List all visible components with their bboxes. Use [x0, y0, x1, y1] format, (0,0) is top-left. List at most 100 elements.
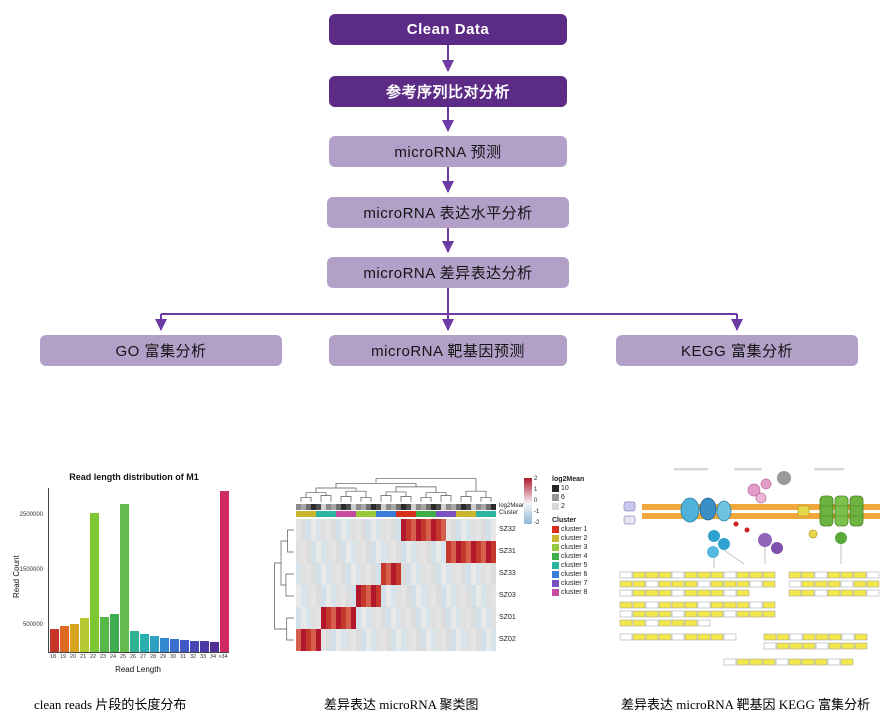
heatmap-cell [431, 563, 436, 585]
y-tick-label: 2500000 [19, 512, 43, 518]
heatmap-cell [341, 607, 346, 629]
log2mean-track-cell [491, 504, 496, 510]
x-tick-label: 29 [159, 654, 167, 660]
node-mirna-prediction: microRNA 预测 [329, 136, 567, 167]
x-tick-label: 31 [179, 654, 187, 660]
heatmap-cell [461, 585, 466, 607]
heatmap-cell [391, 519, 396, 541]
node-reference-alignment: 参考序列比对分析 [329, 76, 567, 107]
heatmap-cell [366, 541, 371, 563]
heatmap-cell [381, 563, 386, 585]
heatmap-cell [321, 519, 326, 541]
heatmap-cell [346, 541, 351, 563]
heatmap-cell [461, 519, 466, 541]
heatmap-cell [456, 519, 461, 541]
heatmap-cell [456, 585, 461, 607]
cluster-track-cell [391, 511, 396, 517]
heatmap-cell [426, 563, 431, 585]
y-tick-label: 1500000 [19, 567, 43, 573]
heatmap-cell [391, 541, 396, 563]
heatmap-cell [376, 629, 381, 651]
heatmap-cell [376, 541, 381, 563]
log2mean-track-cell [301, 504, 306, 510]
heatmap-cell [411, 607, 416, 629]
heatmap-cell [451, 629, 456, 651]
heatmap-cell [466, 563, 471, 585]
heatmap-cell [381, 629, 386, 651]
heatmap-cell [451, 563, 456, 585]
heatmap-cell [491, 607, 496, 629]
heatmap-cell [471, 607, 476, 629]
heatmap-cell [316, 607, 321, 629]
heatmap-cell [361, 585, 366, 607]
heatmap-cell [486, 541, 491, 563]
heatmap-cell [456, 607, 461, 629]
heatmap-row-label: SZ03 [499, 592, 516, 599]
heatmap-cell [441, 563, 446, 585]
log2mean-track-cell [351, 504, 356, 510]
heatmap-cell [341, 629, 346, 651]
cluster-track-cell [456, 511, 461, 517]
heatmap-cell [351, 519, 356, 541]
log2mean-track-cell [471, 504, 476, 510]
heatmap-cell [296, 629, 301, 651]
heatmap-cell [321, 585, 326, 607]
color-key-tick: 1 [534, 487, 538, 493]
heatmap-cell [341, 519, 346, 541]
heatmap-cell [376, 519, 381, 541]
heatmap-cell [316, 629, 321, 651]
membrane-band [642, 504, 880, 519]
y-tick-label: 500000 [22, 622, 43, 628]
heatmap-cell [381, 607, 386, 629]
heatmap-cell [406, 541, 411, 563]
log2mean-track-cell [311, 504, 316, 510]
heatmap-cell [331, 585, 336, 607]
heatmap-cell [411, 563, 416, 585]
heatmap-cell [436, 607, 441, 629]
cluster-legend-item: cluster 7 [552, 579, 596, 588]
heatmap-cell [451, 519, 456, 541]
heatmap-cell [306, 541, 311, 563]
heatmap-cell [411, 519, 416, 541]
heatmap-cell [456, 563, 461, 585]
heatmap-cell [361, 519, 366, 541]
heatmap-cell [331, 607, 336, 629]
heatmap-cell [356, 585, 361, 607]
heatmap-cell [336, 519, 341, 541]
heatmap-cell [491, 541, 496, 563]
heatmap-cell [471, 519, 476, 541]
heatmap-cell [466, 629, 471, 651]
log2mean-track-cell [411, 504, 416, 510]
heatmap-cell [336, 585, 341, 607]
heatmap-cell [306, 519, 311, 541]
heatmap-cell [326, 563, 331, 585]
heatmap-cell [476, 629, 481, 651]
cluster-track-cell [446, 511, 451, 517]
heatmap-cell [361, 563, 366, 585]
heatmap-cell [336, 629, 341, 651]
heatmap-cell [331, 629, 336, 651]
heatmap-cell [401, 607, 406, 629]
heatmap-cell [306, 563, 311, 585]
heatmap-cell [461, 607, 466, 629]
cluster-track-cell [331, 511, 336, 517]
cluster-track-cell [321, 511, 326, 517]
bar-23 [99, 617, 109, 652]
left-dendrogram [274, 529, 294, 641]
heatmap-cell [406, 607, 411, 629]
heatmap-cell [326, 519, 331, 541]
read-length-distribution-figure: Read length distribution of M1 Read Coun… [6, 458, 242, 686]
heatmap-cell [451, 607, 456, 629]
heatmap-cell [401, 629, 406, 651]
heatmap-cell [481, 585, 486, 607]
bar-19 [59, 626, 69, 652]
log2mean-track-cell [431, 504, 436, 510]
cluster-track-cell [401, 511, 406, 517]
bar-chart-y-ticks: 500000 1500000 2500000 [6, 488, 46, 652]
heatmap-cell [296, 563, 301, 585]
heatmap-cell [431, 607, 436, 629]
heatmap-cell [426, 541, 431, 563]
